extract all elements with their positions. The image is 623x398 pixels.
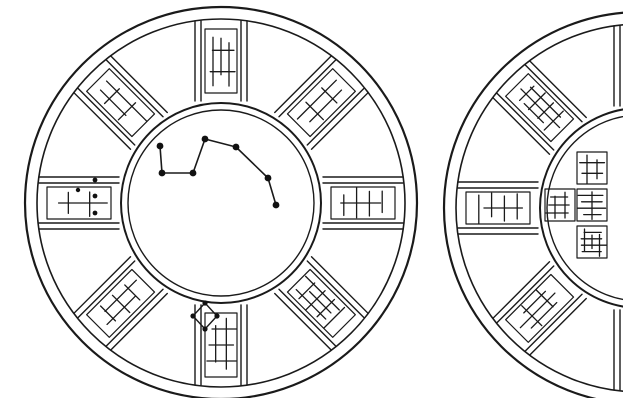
center-seal-glyph <box>577 152 607 184</box>
left-bronze-disc <box>25 7 417 398</box>
seal-glyph <box>287 269 355 337</box>
star <box>233 144 240 151</box>
radial-panels <box>39 21 403 385</box>
star <box>265 175 272 182</box>
outer-rim-outer <box>444 12 623 398</box>
seal-glyph <box>466 192 530 224</box>
panel-seal-script-top <box>195 21 247 101</box>
center-seal-glyph <box>577 226 607 258</box>
seal-glyph <box>506 274 574 342</box>
panel-seal-script-top-left <box>74 56 167 149</box>
seal-glyph <box>287 69 355 137</box>
panel-seal-script-right <box>323 177 403 229</box>
panel-right-6 <box>458 182 538 234</box>
inner-ring-outer <box>121 103 321 303</box>
panel-right-5 <box>493 262 586 355</box>
star-chart <box>157 136 280 209</box>
star <box>273 202 280 209</box>
star <box>157 143 164 150</box>
center-seal-glyph <box>577 189 607 221</box>
center-seal-characters <box>545 152 607 258</box>
seal-glyph <box>87 69 155 137</box>
constellation-line <box>160 139 276 205</box>
seal-glyph <box>331 187 395 219</box>
panel-right-7 <box>493 61 586 154</box>
panel-seal-script-bottom-right <box>275 257 368 350</box>
seal-glyph <box>87 269 155 337</box>
panel-seal-script-bottom <box>195 305 247 385</box>
star <box>159 170 166 177</box>
right-bronze-disc <box>444 12 623 398</box>
center-seal-glyph <box>545 189 575 221</box>
panel-right-4 <box>614 310 623 390</box>
seal-glyph <box>205 29 237 93</box>
star <box>190 170 197 177</box>
inner-ring-inner <box>128 110 314 296</box>
seal-glyph <box>205 313 237 377</box>
panel-right-0 <box>614 26 623 106</box>
panel-seal-script-left <box>39 177 119 229</box>
seal-glyph <box>506 74 574 142</box>
star <box>202 136 209 143</box>
panel-seal-script-top-right <box>275 56 368 149</box>
panel-seal-script-bottom-left <box>74 257 167 350</box>
